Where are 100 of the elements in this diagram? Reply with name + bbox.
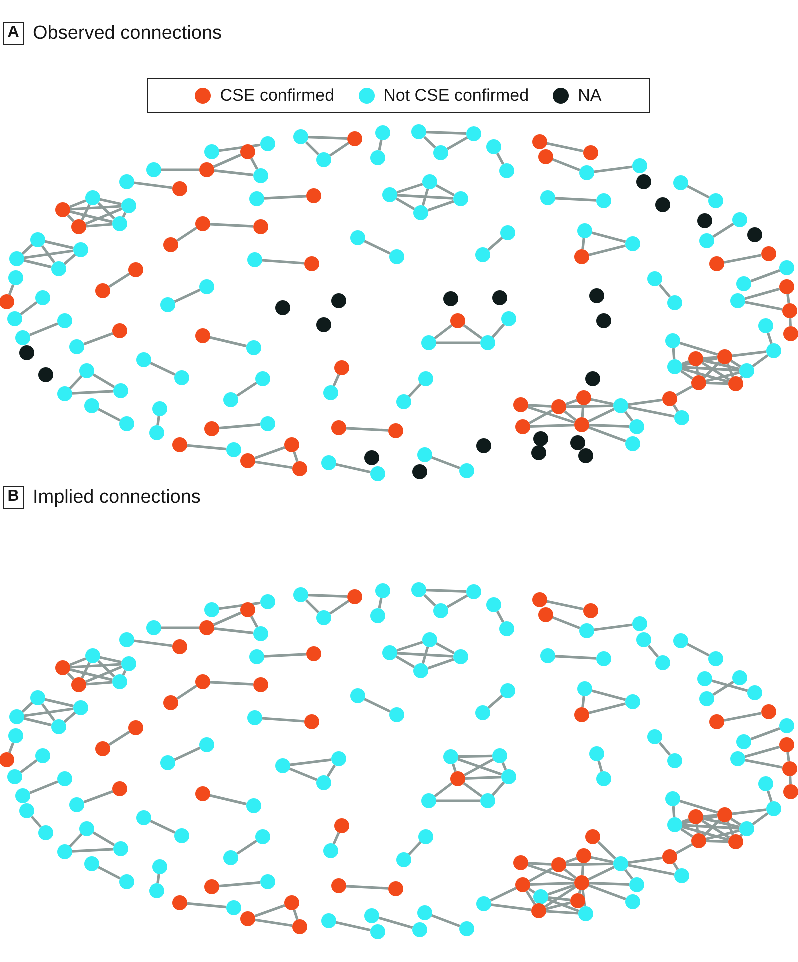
connector-line [428, 200, 454, 212]
node-dot [396, 852, 412, 868]
connector-line [502, 762, 508, 771]
node-dot [254, 168, 268, 184]
node-dot [260, 416, 276, 432]
connector-line [682, 815, 718, 825]
node-dot [348, 132, 362, 146]
node-dot [736, 734, 752, 750]
node-dot [150, 884, 164, 898]
node-dot [152, 402, 168, 416]
node-dot [480, 794, 496, 808]
connector-line [262, 259, 305, 265]
node-dot [708, 652, 724, 666]
node-dot [316, 318, 332, 332]
connector-line [69, 376, 83, 390]
node-dot [434, 146, 448, 160]
connector-line [174, 288, 201, 304]
node-dot [70, 340, 84, 354]
connector-line [134, 182, 173, 190]
connector-line [672, 348, 676, 360]
node-dot [276, 758, 290, 774]
connector-line [458, 758, 502, 776]
node-dot [174, 828, 190, 844]
connector-line [24, 259, 52, 269]
node-dot [388, 424, 404, 438]
connector-line [496, 152, 505, 166]
connector-line [588, 426, 626, 443]
node-dot [382, 188, 398, 202]
connector-line [745, 759, 783, 769]
connector-line [219, 144, 261, 152]
connector-line [547, 142, 584, 153]
node-dot [552, 858, 566, 872]
connector-line [789, 776, 792, 785]
connector-line [424, 136, 436, 149]
node-dot [260, 136, 276, 152]
node-dot [730, 294, 746, 308]
node-dot [578, 448, 594, 464]
node-dot [698, 214, 712, 228]
connector-line [628, 856, 663, 864]
connector-line [680, 828, 694, 838]
node-dot [150, 426, 164, 440]
connector-line [254, 904, 286, 918]
connector-line [706, 830, 740, 840]
node-dot [418, 906, 432, 920]
node-dot [674, 176, 688, 190]
connector-line [422, 188, 430, 206]
connector-line [648, 644, 660, 658]
node-dot [38, 826, 54, 840]
node-dot [486, 140, 502, 154]
node-dot [476, 438, 492, 454]
connector-line [422, 646, 430, 664]
connector-line [767, 332, 773, 344]
node-dot [476, 706, 490, 720]
node-dot [204, 422, 220, 436]
node-dot [762, 704, 776, 720]
connector-line [396, 183, 424, 194]
connector-line [703, 819, 721, 837]
node-dot [584, 146, 598, 160]
node-dot [304, 714, 320, 730]
connector-line [434, 324, 453, 340]
connector-line [687, 643, 710, 657]
node-dot [370, 466, 386, 482]
node-dot [240, 144, 256, 160]
node-dot [580, 166, 594, 180]
connector-line [70, 205, 122, 211]
connector-line [85, 666, 123, 684]
panel-title: Observed connections [33, 22, 222, 45]
connector-line [84, 790, 114, 804]
node-dot [486, 598, 502, 612]
connector-line [672, 806, 676, 818]
node-dot [136, 352, 152, 368]
node-dot [532, 904, 546, 918]
node-dot [224, 850, 238, 866]
node-dot [728, 376, 744, 392]
node-dot [692, 834, 706, 848]
node-dot [112, 674, 128, 690]
node-dot [718, 350, 732, 364]
node-dot [758, 776, 774, 792]
node-dot [254, 220, 268, 234]
node-dot [74, 242, 88, 258]
node-dot [246, 798, 262, 814]
node-dot [8, 270, 24, 286]
connector-line [581, 863, 585, 876]
node-dot [160, 756, 176, 770]
connector-line [254, 446, 286, 460]
connector-line [24, 250, 74, 260]
connector-line [346, 885, 389, 890]
node-dot [204, 602, 220, 618]
node-dot [422, 794, 436, 808]
connector-line [682, 357, 718, 367]
node-dot [204, 144, 220, 160]
node-dot [224, 392, 238, 408]
connector-line [22, 702, 34, 713]
node-dot [412, 124, 426, 140]
legend-label: Not CSE confirmed [384, 86, 530, 106]
connector-line [682, 826, 730, 842]
node-dot [516, 420, 530, 434]
node-dot [674, 634, 688, 648]
connector-line [452, 764, 457, 772]
node-dot [58, 772, 72, 786]
